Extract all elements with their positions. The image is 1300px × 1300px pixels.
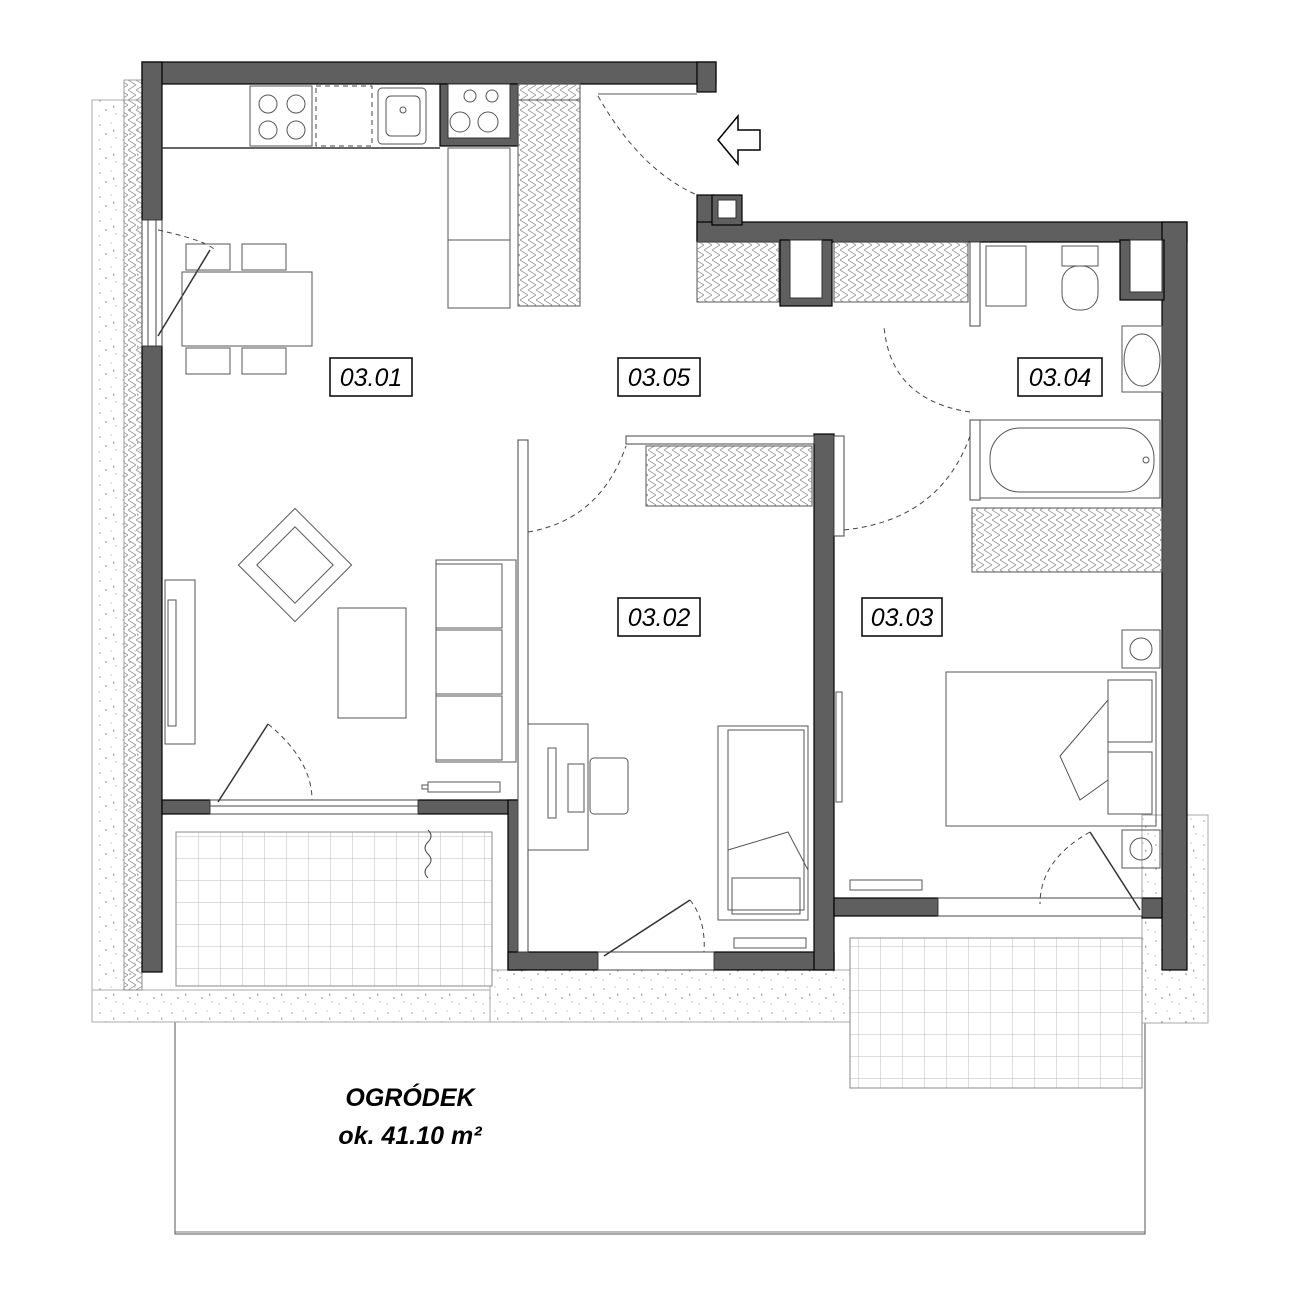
sink-icon	[377, 87, 427, 145]
room-label-03-02: 03.02	[617, 597, 701, 637]
kitchen-counter	[162, 85, 511, 309]
room-label-03-04: 03.04	[1017, 357, 1103, 397]
wardrobe-icon	[517, 83, 581, 307]
entrance-arrow-icon	[717, 113, 761, 167]
radiator-icon	[849, 879, 923, 891]
room-label-text: 03.04	[1029, 364, 1092, 392]
desk-icon	[527, 723, 629, 851]
balcony-door-03-03	[937, 831, 1143, 917]
room-03-02-walls	[517, 435, 815, 953]
room-label-03-05: 03.05	[617, 357, 701, 397]
window-left	[141, 219, 216, 347]
room-label-03-01: 03.01	[329, 357, 413, 397]
room-label-03-03: 03.03	[861, 597, 943, 637]
dining-table-icon	[181, 243, 313, 375]
armchair-icon	[237, 507, 353, 623]
bed-icon	[945, 671, 1157, 827]
room-label-text: 03.01	[340, 364, 403, 392]
toilet-icon	[1061, 245, 1099, 311]
radiator-icon	[733, 937, 807, 949]
tap-icon	[424, 829, 432, 879]
stove-icon	[258, 94, 306, 140]
wardrobe-icon	[696, 241, 780, 303]
balcony-door-left	[209, 723, 419, 815]
terrace-right	[849, 937, 1143, 1089]
entrance-door	[597, 93, 698, 196]
terrace-left	[175, 831, 493, 987]
bed-icon	[717, 725, 809, 921]
garden-name: OGRÓDEK	[345, 1083, 476, 1112]
radiator-icon	[421, 781, 501, 793]
coffee-table	[337, 607, 407, 719]
ventilation-fan-icon	[449, 89, 499, 133]
balcony-door-03-02	[597, 899, 715, 971]
bathroom-fixtures	[883, 241, 1163, 499]
garden-area-text: ok. 41.10 m²	[338, 1122, 482, 1150]
sofa-icon	[435, 559, 517, 763]
wardrobe-icon	[833, 241, 969, 303]
room-label-text: 03.02	[628, 604, 691, 632]
room-03-03-walls	[833, 419, 981, 803]
room-label-text: 03.05	[628, 364, 691, 392]
bathtub-icon	[979, 419, 1161, 499]
ventilation-fan-icon	[1121, 629, 1161, 869]
washbasin-icon	[1121, 325, 1163, 393]
wardrobe-icon	[645, 445, 813, 507]
tv-unit	[164, 579, 196, 745]
wardrobe-icon	[971, 507, 1163, 573]
room-label-text: 03.03	[871, 604, 934, 632]
walls	[141, 61, 1188, 973]
